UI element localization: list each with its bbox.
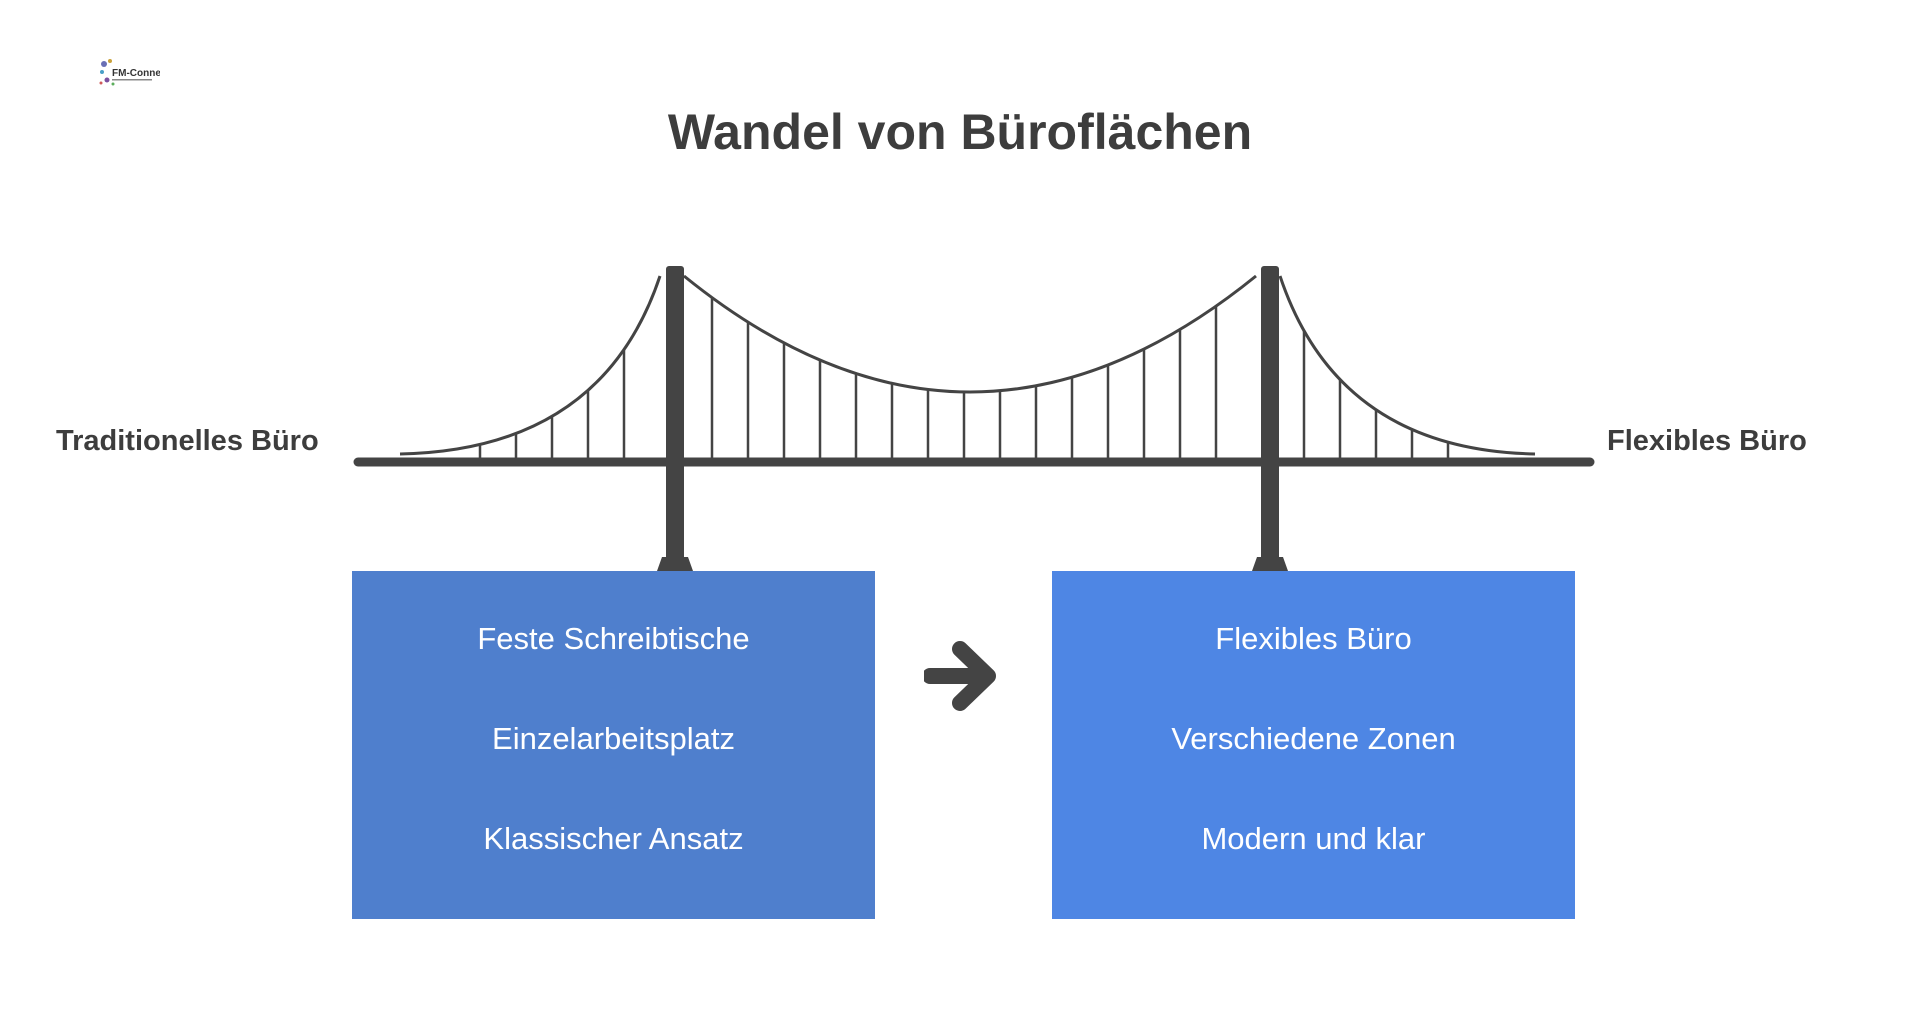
flexible-office-box: Flexibles Büro Verschiedene Zonen Modern…	[1052, 571, 1575, 919]
bridge-tower-left-base	[657, 557, 693, 571]
right-arrow-icon	[924, 641, 996, 711]
traditional-office-label: Traditionelles Büro	[56, 425, 319, 457]
right-item-modern-clear: Modern und klar	[1201, 821, 1426, 856]
bridge-cables	[399, 274, 1536, 456]
logo-text: FM-Connect.com	[112, 68, 160, 79]
flexible-office-label: Flexibles Büro	[1607, 425, 1807, 457]
left-item-fixed-desks: Feste Schreibtische	[477, 621, 750, 656]
page-title: Wandel von Büroflächen	[667, 104, 1253, 160]
cable-left-side	[399, 275, 662, 456]
right-item-various-zones: Verschiedene Zonen	[1171, 721, 1456, 756]
cable-right-side	[1278, 275, 1536, 456]
right-item-flexible-office: Flexibles Büro	[1215, 621, 1412, 656]
bridge-tower-left	[666, 266, 684, 563]
cable-main-span	[683, 274, 1257, 394]
fm-connect-logo: FM-Connect.com	[99, 59, 160, 86]
left-item-classic-approach: Klassischer Ansatz	[483, 821, 744, 856]
bridge-tower-right-base	[1252, 557, 1288, 571]
left-item-single-workplace: Einzelarbeitsplatz	[492, 721, 735, 756]
bridge-tower-right	[1261, 266, 1279, 563]
traditional-office-box: Feste Schreibtische Einzelarbeitsplatz K…	[352, 571, 875, 919]
bridge-hangers	[478, 297, 1450, 458]
